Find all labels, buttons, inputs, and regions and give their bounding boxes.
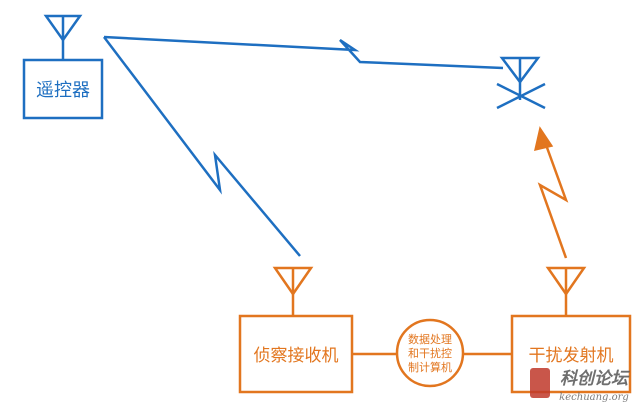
jammer-antenna-icon <box>545 266 587 316</box>
processor-label-line-1: 数据处理 <box>408 332 452 346</box>
remote-controller-label: 遥控器 <box>36 80 90 101</box>
jamming-signal-arrowhead <box>534 126 554 152</box>
jammer-transmitter-label: 干扰发射机 <box>529 346 614 366</box>
remote-controller-antenna-icon <box>43 14 83 60</box>
control-link-to-receiver <box>103 36 301 257</box>
recon-receiver-label: 侦察接收机 <box>254 346 339 366</box>
uav-icon <box>496 82 546 110</box>
remote-controller-box <box>22 58 104 120</box>
watermark-logo-mark <box>530 368 550 398</box>
receiver-antenna-icon <box>272 266 314 316</box>
watermark-subtext: kechuang.org <box>559 392 629 403</box>
processor-label-line-2: 和干扰控 <box>408 346 452 360</box>
jamming-signal-link <box>537 141 569 259</box>
processor-label-line-3: 制计算机 <box>408 360 452 374</box>
control-link-to-uav <box>103 35 504 70</box>
uav-antenna-icon <box>499 56 541 100</box>
watermark-text: 科创论坛 <box>560 369 630 389</box>
watermark-logo: 科创论坛 kechuang.org <box>530 368 630 403</box>
processor-circle <box>395 318 465 388</box>
